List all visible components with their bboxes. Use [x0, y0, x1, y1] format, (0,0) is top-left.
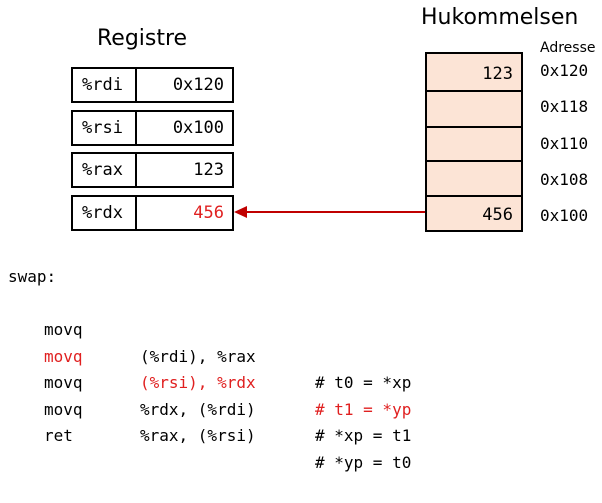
memory-address: 0x108 — [540, 170, 589, 189]
register-name: %rdx — [73, 197, 137, 229]
code-line: movq (%rdi), %rax # t0 = *xp — [8, 291, 568, 392]
register-value: 0x120 — [172, 75, 224, 95]
comment: # *xp = t1 — [315, 426, 412, 445]
memory-divider — [427, 126, 521, 128]
operands: %rdx, (%rdi) — [140, 399, 256, 419]
memory-address: 0x120 — [540, 61, 589, 80]
register-rsi: %rsi 0x100 — [71, 110, 234, 146]
register-rdi: %rdi 0x120 — [71, 67, 234, 103]
memory-title: Hukommelsen — [421, 5, 579, 30]
memory-address: 0x100 — [540, 206, 589, 225]
register-name: %rax — [73, 154, 137, 186]
code-label: swap: — [8, 267, 57, 286]
register-value-highlighted: 456 — [193, 203, 224, 223]
memory-cell: 456 — [482, 204, 513, 225]
register-name: %rdi — [73, 69, 137, 101]
code-line: movq %rax, (%rsi) # *yp = t0 — [8, 370, 568, 472]
instruction: movq — [44, 373, 83, 392]
memory-address: 0x118 — [540, 97, 589, 116]
instruction: movq — [44, 346, 83, 366]
comment: # *yp = t0 — [315, 452, 412, 472]
register-name: %rsi — [73, 112, 137, 144]
assembly-code: swap: movq (%rdi), %rax # t0 = *xp movq … — [8, 264, 568, 472]
load-arrow — [234, 206, 425, 218]
instruction: movq — [44, 320, 83, 339]
memory-divider — [427, 90, 521, 92]
code-line-highlighted: movq (%rsi), %rdx # t1 = *yp — [8, 317, 568, 419]
arrow-head — [234, 206, 247, 218]
address-header: Adresse — [540, 40, 596, 56]
operands: (%rdi), %rax — [140, 346, 256, 366]
code-line: ret — [8, 397, 568, 445]
operands: (%rsi), %rdx — [140, 373, 256, 392]
registers-title: Registre — [97, 26, 188, 51]
instruction: movq — [44, 399, 83, 419]
comment: # t1 = *yp — [315, 399, 412, 419]
memory-cell: 123 — [482, 63, 513, 84]
register-rdx: %rdx 456 — [71, 195, 234, 231]
memory-address: 0x110 — [540, 134, 589, 153]
operands: %rax, (%rsi) — [140, 426, 256, 445]
memory-column: 123 456 — [425, 52, 523, 232]
memory-divider — [427, 160, 521, 162]
register-rax: %rax 123 — [71, 152, 234, 188]
instruction: ret — [44, 426, 73, 445]
code-line: movq %rdx, (%rdi) # *xp = t1 — [8, 344, 568, 445]
register-value: 123 — [193, 160, 224, 180]
register-value: 0x100 — [172, 118, 224, 138]
comment: # t0 = *xp — [315, 373, 412, 392]
memory-divider — [427, 195, 521, 197]
